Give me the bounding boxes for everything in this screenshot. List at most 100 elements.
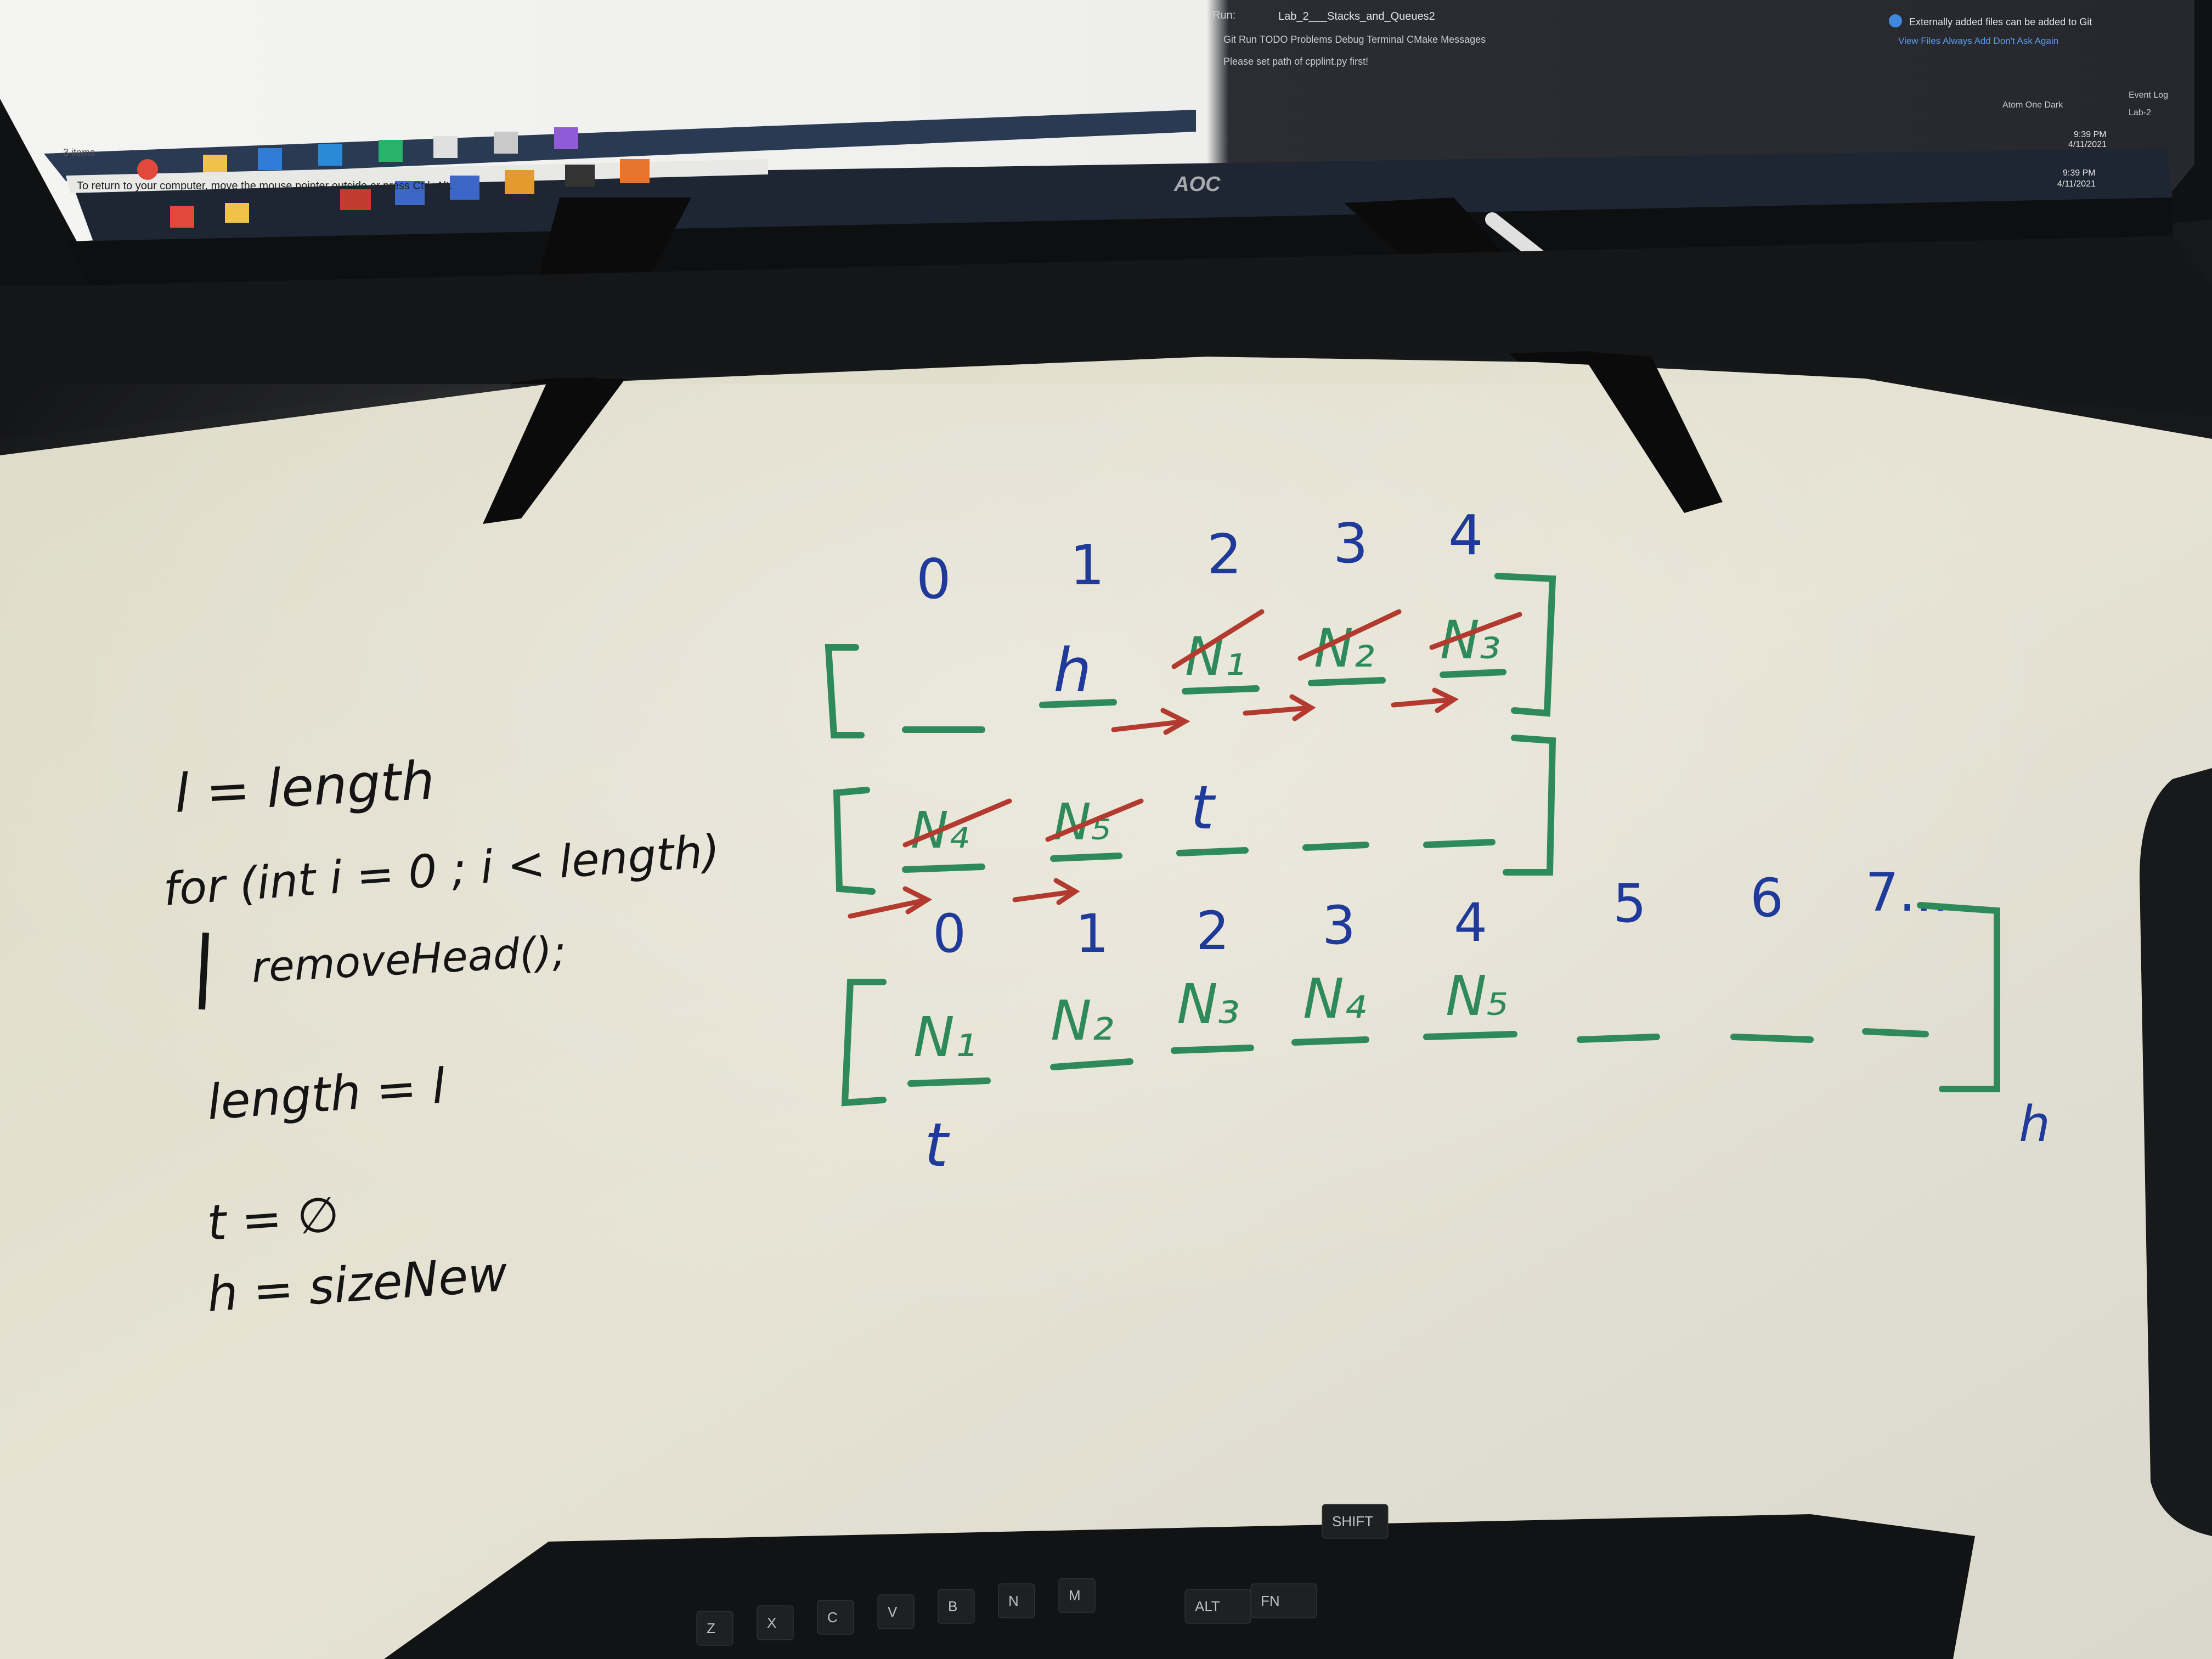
old-node-n5: N₅: [1053, 793, 1111, 851]
row2-slot-1: [1050, 853, 1122, 862]
row2-slot-0: [902, 864, 985, 873]
key-n[interactable]: [998, 1583, 1035, 1618]
local-app-icon[interactable]: [340, 189, 371, 210]
key-z[interactable]: [696, 1611, 733, 1646]
key-shift[interactable]: [1322, 1504, 1389, 1539]
key-x[interactable]: [757, 1605, 794, 1640]
local-f-icon[interactable]: [620, 159, 650, 183]
strike-n2: [1297, 609, 1402, 661]
ide-branch[interactable]: Lab-2: [2129, 108, 2151, 117]
shift-arrow-5: [1012, 878, 1080, 905]
new-node-n1: N₁: [913, 1005, 977, 1069]
ide-event-log[interactable]: Event Log: [2129, 91, 2168, 100]
note-l-length: l = length: [173, 749, 436, 825]
loop-body-bar: [199, 932, 209, 1010]
row1-slot-3: [1308, 677, 1386, 686]
row2-slot-3: [1302, 842, 1369, 851]
old-row1: [825, 573, 1556, 738]
new-right-bracket: [1917, 902, 2000, 1092]
app-icon[interactable]: [258, 148, 282, 170]
local-app2-icon[interactable]: [505, 170, 534, 194]
new-index-2: 2: [1196, 900, 1229, 962]
items-count: 3 items: [63, 147, 95, 158]
new-array: [841, 902, 2000, 1107]
old-index-0: 0: [916, 547, 951, 611]
stand-left-foot: [483, 379, 625, 524]
old-node-n1: N₁: [1185, 626, 1245, 687]
key-label-shift: SHIFT: [1332, 1513, 1373, 1530]
key-fn[interactable]: [1250, 1583, 1317, 1618]
monitor-brand-logo: AOC: [1173, 173, 1221, 196]
old-row2: [833, 735, 1556, 895]
new-slot-7: [1862, 1028, 1929, 1037]
board-glare: [0, 384, 2212, 1659]
ide-tool-tabs: Git Run TODO Problems Debug Terminal CMa…: [1223, 34, 1486, 45]
row1-slot-4: [1440, 669, 1506, 678]
key-b[interactable]: [938, 1589, 975, 1624]
new-index-1: 1: [1075, 903, 1109, 964]
key-label-b: B: [948, 1598, 957, 1615]
new-slot-4: [1423, 1031, 1517, 1040]
key-v[interactable]: [877, 1594, 915, 1629]
tail-marker-new: t: [924, 1110, 950, 1180]
remote-clock-time: 9:39 PM: [2074, 130, 2107, 139]
row2-slot-4: [1423, 839, 1496, 848]
new-node-n3: N₃: [1177, 972, 1240, 1036]
local-cmd-icon[interactable]: [565, 165, 595, 187]
old-row1-strikes: [1171, 609, 1522, 669]
strike-n3: [1429, 612, 1522, 650]
new-index-0: 0: [933, 903, 966, 964]
ide-run-config[interactable]: Lab_2___Stacks_and_Queues2: [1278, 10, 1435, 22]
remote-clock-date: 4/11/2021: [2068, 140, 2107, 149]
desk-shadow: [0, 236, 2212, 439]
key-label-fn: FN: [1261, 1593, 1280, 1609]
clion-icon[interactable]: [379, 140, 403, 162]
new-index-6: 6: [1750, 867, 1784, 929]
new-index-7: 7...: [1865, 862, 1949, 923]
chrome-icon[interactable]: [137, 159, 158, 180]
ide-panel: Run: Lab_2___Stacks_and_Queues2 Git Run …: [1212, 9, 2168, 117]
local-ei-icon[interactable]: [395, 181, 425, 205]
key-c[interactable]: [817, 1600, 854, 1635]
old-index-4: 4: [1448, 503, 1483, 567]
screen-texts: 3 items To return to your computer, move…: [63, 130, 2107, 192]
new-slot-1: [1050, 1058, 1133, 1070]
ide-theme: Atom One Dark: [2002, 100, 2063, 110]
new-node-n2: N₂: [1051, 989, 1114, 1053]
local-folder-icon[interactable]: [225, 203, 249, 223]
shift-arrow-3: [1391, 687, 1459, 713]
key-label-x: X: [767, 1615, 776, 1631]
key-label-c: C: [827, 1609, 838, 1626]
local-clock-date: 4/11/2021: [2057, 179, 2096, 189]
key-m[interactable]: [1058, 1578, 1096, 1613]
folder-icon[interactable]: [203, 155, 227, 172]
tail-marker-old: t: [1190, 772, 1216, 843]
old-index-1: 1: [1070, 533, 1105, 597]
note-tail-zero: t = ∅: [205, 1186, 341, 1251]
ide-console-message: Please set path of cpplint.py first!: [1223, 56, 1368, 67]
local-vb-icon[interactable]: [450, 176, 479, 200]
terminal-icon[interactable]: [433, 136, 458, 158]
local-chrome-icon[interactable]: [170, 206, 194, 228]
new-array-nodes: N₁ N₂ N₃ N₄ N₅: [913, 964, 1509, 1069]
strike-n4: [902, 798, 1012, 848]
new-left-bracket: [841, 979, 887, 1107]
row1-slot-2: [1182, 685, 1260, 695]
new-index-5: 5: [1613, 873, 1646, 934]
github-icon[interactable]: [554, 127, 578, 149]
row1-left-bracket: [825, 644, 865, 738]
ide-notification-actions[interactable]: View Files Always Add Don't Ask Again: [1898, 36, 2058, 46]
vscode-icon[interactable]: [318, 144, 342, 166]
new-slot-6: [1730, 1034, 1814, 1043]
key-label-m: M: [1069, 1587, 1081, 1604]
shift-arrow-4: [848, 886, 933, 919]
app2-icon[interactable]: [494, 132, 518, 154]
key-label-alt: ALT: [1195, 1598, 1220, 1615]
shift-arrow-1: [1111, 708, 1190, 735]
old-index-2: 2: [1207, 522, 1242, 586]
key-label-n: N: [1008, 1593, 1019, 1609]
strike-n1: [1171, 609, 1265, 669]
old-row1-arrows: [1111, 687, 1459, 735]
